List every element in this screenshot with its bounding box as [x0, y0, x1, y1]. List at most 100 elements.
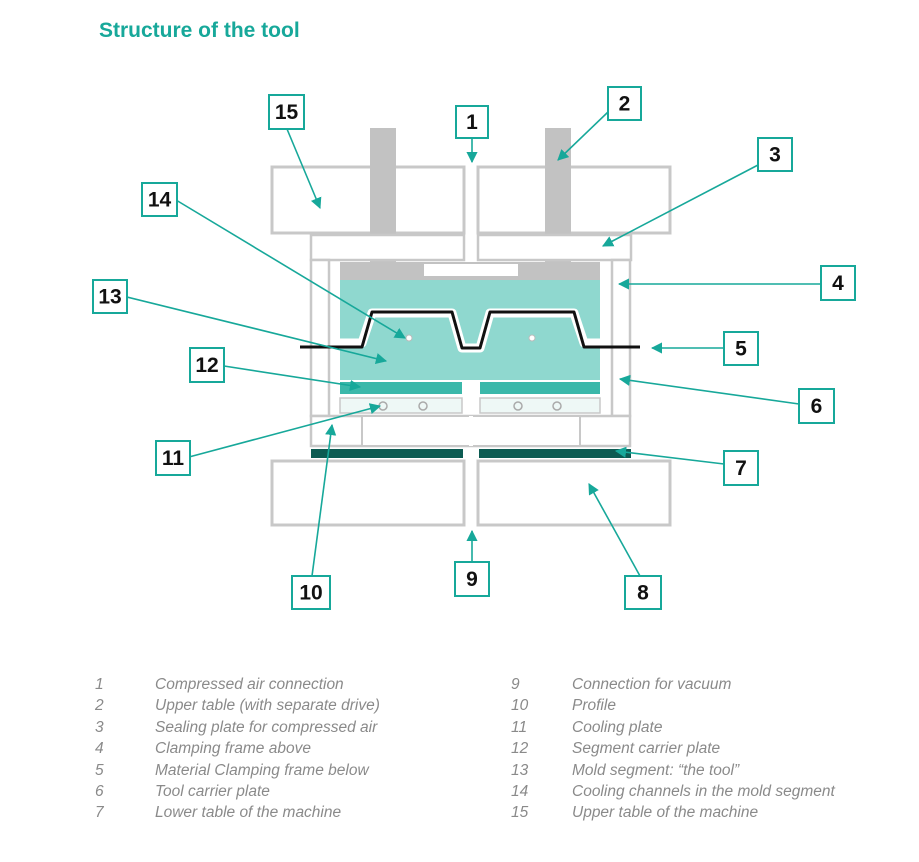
- leader-2: [557, 111, 609, 161]
- callout-box: [455, 105, 489, 139]
- lower-machine-table-right: [476, 459, 672, 527]
- callout-box: [268, 94, 305, 130]
- legend-item-number: 15: [511, 804, 529, 822]
- callout-box: [798, 388, 835, 424]
- legend-item-number: 11: [511, 718, 528, 736]
- callout-number: 7: [735, 457, 747, 480]
- leader-12: [223, 365, 362, 391]
- callout-box: [624, 575, 662, 610]
- leader-3: [602, 164, 759, 247]
- callout-number: 10: [299, 582, 322, 605]
- legend-item-number: 13: [511, 761, 529, 779]
- legend-item-number: 14: [511, 782, 529, 800]
- legend-item-number: 3: [95, 718, 104, 736]
- callout-1: 1: [455, 105, 489, 139]
- callout-9: 9: [454, 561, 490, 597]
- legend-item-label: Compressed air connection: [155, 676, 344, 693]
- callout-box: [607, 86, 642, 121]
- upper-table-bar-slot: [424, 264, 518, 276]
- legend-item-number: 4: [95, 740, 104, 758]
- callout-number: 4: [832, 272, 844, 295]
- sealing-plate-left: [309, 233, 466, 262]
- callout-number: 1: [466, 111, 478, 134]
- cooling-plate-hole: [418, 401, 428, 411]
- legend-item-label: Segment carrier plate: [572, 740, 721, 758]
- leader-15: [286, 128, 322, 210]
- leader-14: [175, 199, 406, 339]
- cooling-plate-left: [339, 397, 463, 414]
- callout-box: [92, 279, 128, 314]
- callout-box: [189, 347, 225, 383]
- callout-10: 10: [291, 575, 331, 610]
- page-title: Structure of the tool: [99, 19, 300, 42]
- legend-item-label: Connection for vacuum: [572, 676, 732, 693]
- mold-segment: [340, 280, 600, 380]
- leader-6: [618, 374, 800, 405]
- leader-11: [188, 403, 382, 458]
- callout-4: 4: [820, 265, 856, 301]
- callout-12: 12: [189, 347, 225, 383]
- leader-13: [126, 296, 388, 365]
- callout-2: 2: [607, 86, 642, 121]
- callout-number: 15: [275, 101, 299, 124]
- legend-item-label: Clamping frame above: [155, 740, 311, 758]
- callout-3: 3: [757, 137, 793, 172]
- callout-box: [291, 575, 331, 610]
- cooling-channel-dot-left: [405, 334, 413, 342]
- leader-8: [588, 483, 641, 577]
- leader-7: [614, 446, 725, 465]
- callout-8: 8: [624, 575, 662, 610]
- callout-box: [820, 265, 856, 301]
- callout-number: 13: [98, 286, 121, 309]
- callout-number: 5: [735, 338, 747, 361]
- legend-item-label: Mold segment: “the tool”: [572, 761, 740, 779]
- callout-7: 7: [723, 450, 759, 486]
- legend-item-number: 1: [95, 676, 104, 693]
- legend-item-label: Material Clamping frame below: [155, 761, 369, 779]
- callout-box: [155, 440, 191, 476]
- sealing-plate-right: [476, 233, 633, 262]
- legend-item-number: 5: [95, 761, 104, 779]
- legend-item-number: 9: [511, 676, 520, 693]
- legend-item-number: 12: [511, 740, 529, 758]
- callout-number: 9: [466, 568, 478, 591]
- callout-13: 13: [92, 279, 128, 314]
- callout-14: 14: [141, 182, 178, 217]
- callout-number: 14: [148, 189, 172, 212]
- legend-item-label: Lower table of the machine: [155, 804, 342, 822]
- callout-number: 6: [811, 395, 823, 418]
- lower-strip-right: [479, 449, 631, 458]
- segment-carrier-plate-left: [340, 382, 462, 394]
- legend-item-number: 7: [95, 804, 104, 822]
- callout-box: [141, 182, 178, 217]
- lower-strip-left: [311, 449, 463, 458]
- legend-item-label: Upper table of the machine: [572, 804, 759, 822]
- legend-item-label: Sealing plate for compressed air: [155, 718, 378, 736]
- material-profile-line: [300, 310, 640, 350]
- callout-number: 3: [769, 144, 781, 167]
- callout-5: 5: [723, 331, 759, 366]
- legend-item-label: Cooling channels in the mold segment: [572, 782, 835, 800]
- callout-box: [723, 450, 759, 486]
- cooling-plate-hole: [552, 401, 562, 411]
- callout-box: [723, 331, 759, 366]
- cooling-plate-right: [479, 397, 601, 414]
- callout-box: [454, 561, 490, 597]
- leader-10: [311, 423, 337, 577]
- callout-15: 15: [268, 94, 305, 130]
- upper-machine-table-left: [270, 165, 466, 235]
- callout-number: 8: [637, 582, 649, 605]
- upper-machine-table-right: [476, 165, 672, 235]
- callout-number: 2: [619, 93, 631, 116]
- callout-number: 12: [195, 354, 218, 377]
- callout-number: 11: [162, 447, 185, 470]
- cooling-channel-dot-right: [528, 334, 536, 342]
- legend-item-number: 6: [95, 782, 104, 800]
- callout-box: [757, 137, 793, 172]
- legend-item-number: 10: [511, 697, 529, 715]
- legend-item-label: Cooling plate: [572, 718, 663, 736]
- cooling-plate-hole: [513, 401, 523, 411]
- lower-machine-table-left: [270, 459, 466, 527]
